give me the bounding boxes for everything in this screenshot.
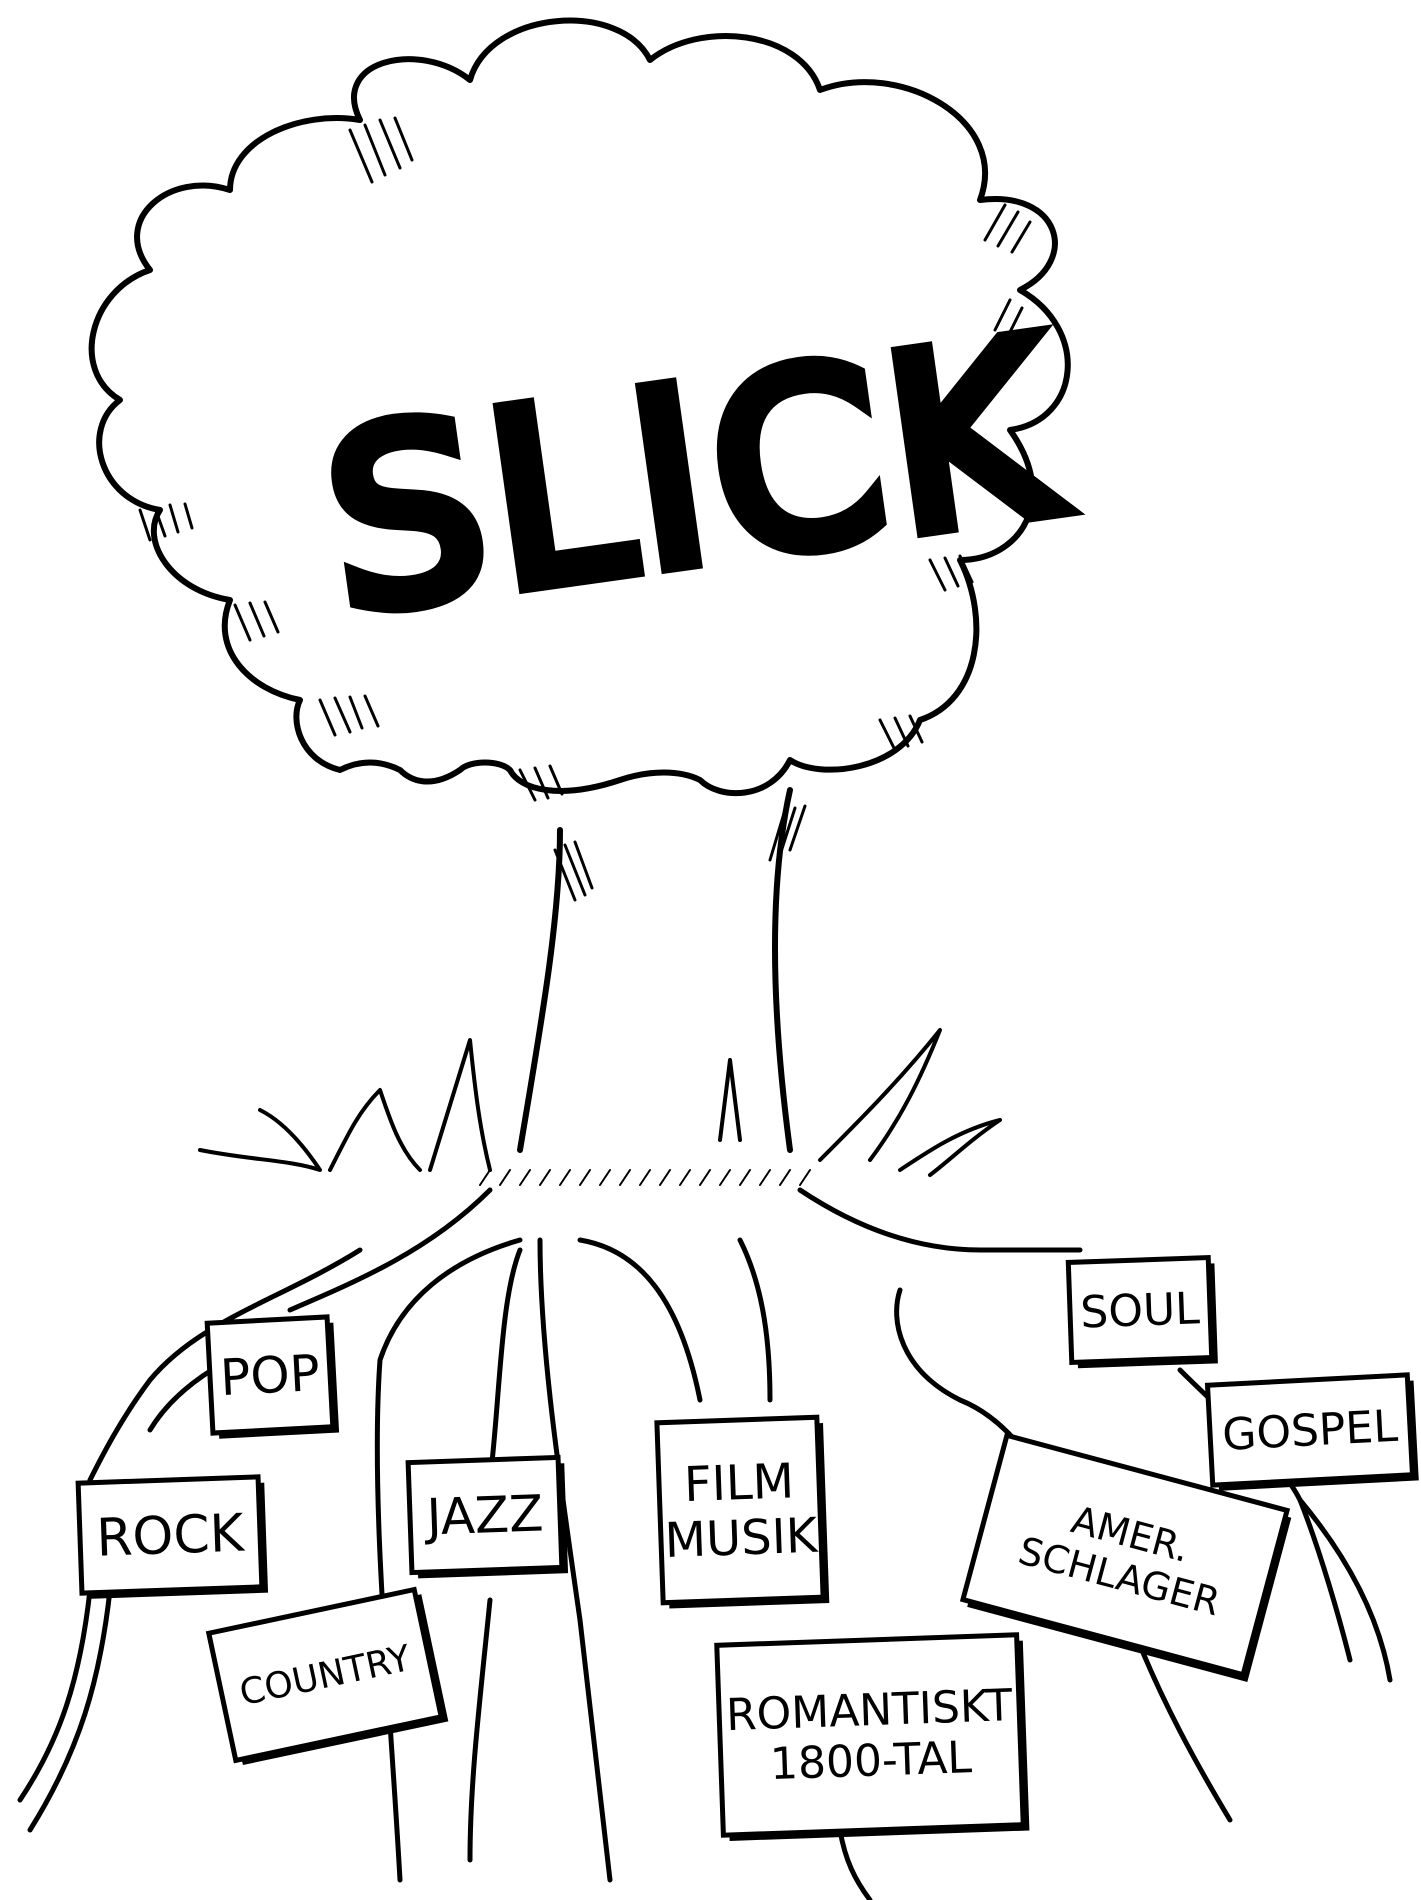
grass (200, 1030, 1000, 1185)
tree-trunk (520, 790, 805, 1150)
sign-film-musik-label-line-2: MUSIK (664, 1508, 820, 1569)
sign-gospel: GOSPEL (1208, 1375, 1417, 1490)
sign-country: COUNTRY (209, 1589, 446, 1765)
sign-film-musik-label-line-1: FILM (683, 1453, 795, 1513)
sign-romantiskt-label-line-2: 1800-TAL (769, 1732, 973, 1790)
sign-pop-label: POP (219, 1344, 322, 1407)
sign-soul-label: SOUL (1080, 1283, 1201, 1338)
sign-jazz: JAZZ (408, 1457, 566, 1576)
sign-pop: POP (207, 1317, 337, 1437)
title-text: SLICK (312, 287, 1076, 666)
sign-gospel-label: GOSPEL (1221, 1401, 1399, 1461)
sign-rock: ROCK (78, 1477, 266, 1597)
sign-soul: SOUL (1068, 1257, 1216, 1366)
sign-jazz-label: JAZZ (423, 1484, 545, 1546)
sign-rock-label: ROCK (95, 1504, 246, 1569)
